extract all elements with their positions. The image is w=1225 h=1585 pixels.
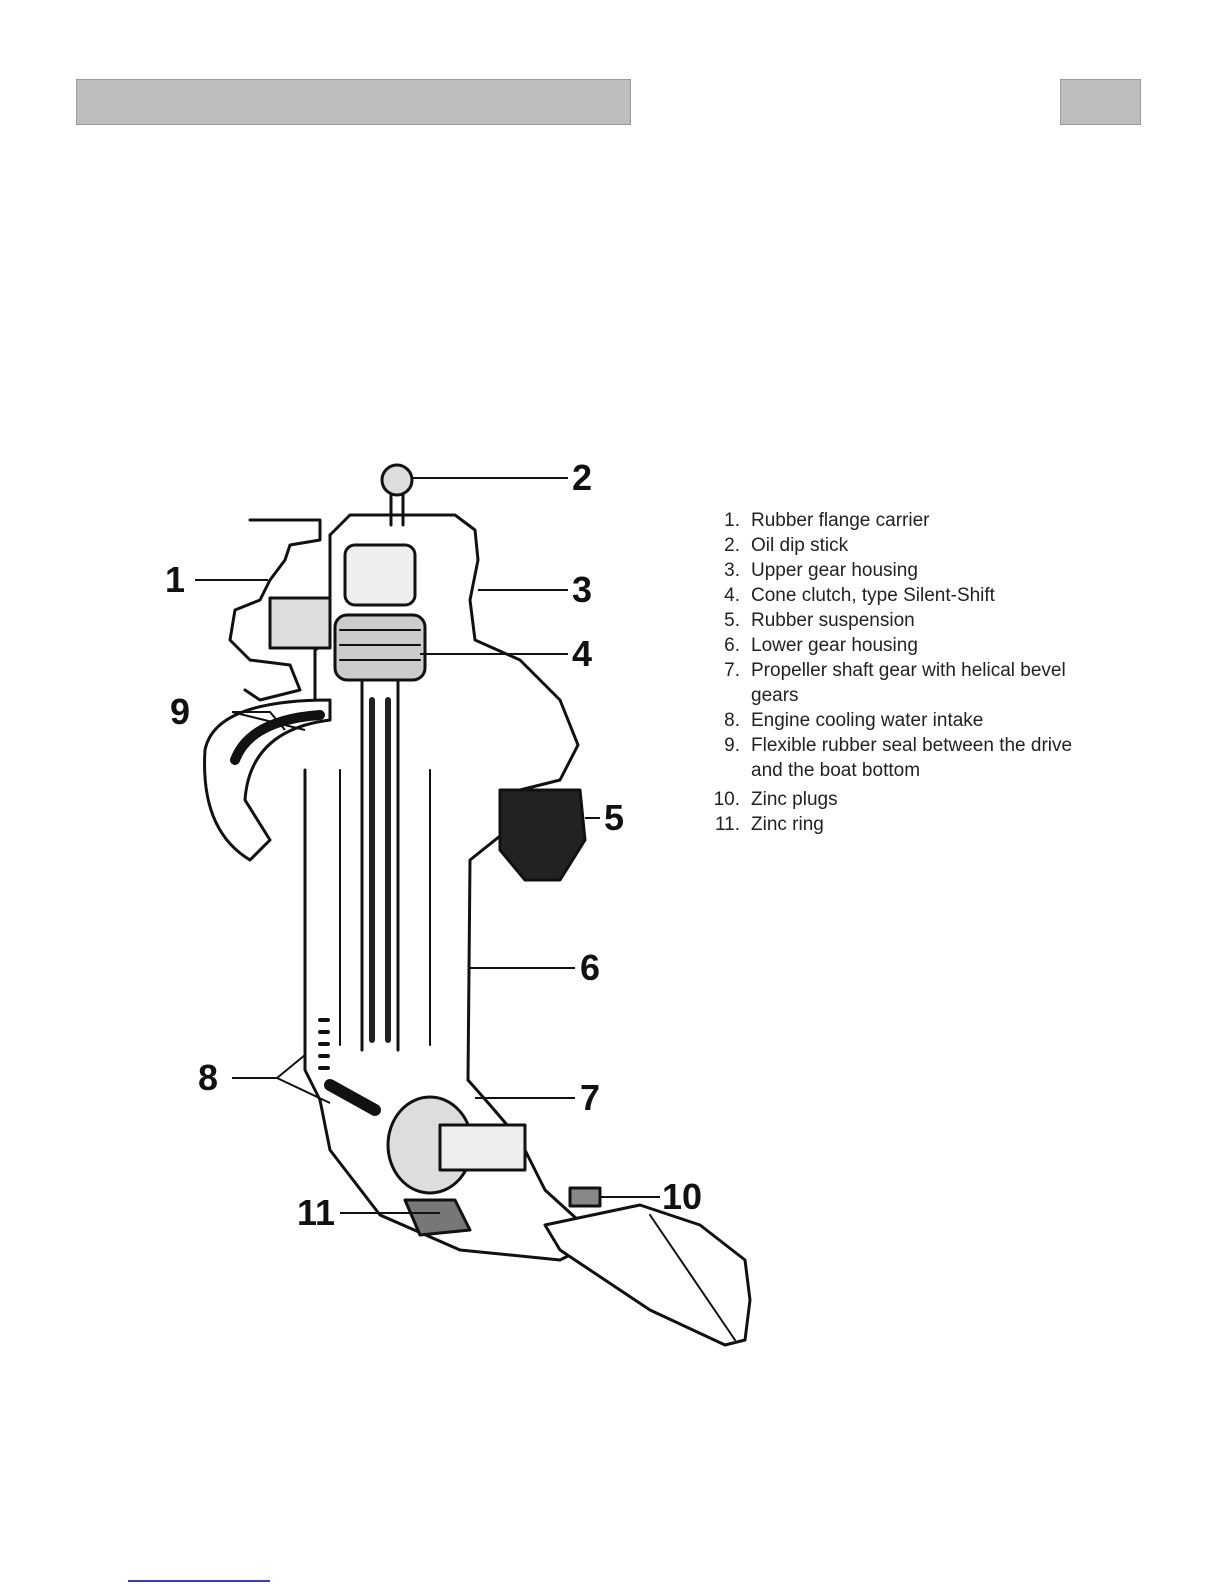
callout-10: 10 (662, 1176, 702, 1217)
legend-item: 8.Engine cooling water intake (724, 710, 984, 731)
flange-carrier-outline (228, 518, 322, 702)
zinc-plug (568, 1186, 602, 1208)
callout-2: 2 (572, 457, 592, 498)
propeller-shaft (438, 1123, 527, 1172)
cone-clutch (333, 613, 427, 682)
callout-5: 5 (604, 797, 624, 838)
legend-item: 1.Rubber flange carrier (724, 510, 930, 531)
leader-9b (231, 711, 306, 731)
callout-6: 6 (580, 947, 600, 988)
legend-item: 2.Oil dip stick (724, 535, 849, 556)
legend-item: 11.Zinc ring (714, 814, 824, 835)
legend-item: 10.Zinc plugs (713, 789, 838, 810)
legend-item: 4.Cone clutch, type Silent-Shift (724, 585, 995, 606)
callout-3: 3 (572, 569, 592, 610)
legend-item: 9.Flexible rubber seal between the drive… (724, 735, 1073, 781)
zinc-ring (403, 1198, 472, 1237)
legend-item: 7.Propeller shaft gear with helical beve… (724, 660, 1066, 706)
callout-9: 9 (170, 691, 190, 732)
parts-legend: 1.Rubber flange carrier 2.Oil dip stick … (698, 508, 1098, 837)
callout-4: 4 (572, 633, 592, 674)
vertical-shaft (360, 678, 400, 1052)
legend-item: 6.Lower gear housing (724, 635, 918, 656)
header-bar-right (1060, 79, 1141, 125)
callout-11: 11 (297, 1192, 335, 1233)
callout-7: 7 (580, 1077, 600, 1118)
propeller-blade (543, 1203, 752, 1347)
clutch-upper (343, 543, 417, 607)
footer-link-underline (128, 1580, 270, 1582)
header-bar-left (76, 79, 631, 125)
leader-8b (276, 1054, 306, 1079)
flange-carrier-body (268, 596, 332, 650)
dip-stick-knob (380, 463, 414, 497)
callout-1: 1 (165, 559, 185, 600)
rubber-suspension (498, 788, 587, 882)
legend-item: 3.Upper gear housing (724, 560, 918, 581)
legend-item: 5.Rubber suspension (724, 610, 915, 631)
callout-8: 8 (198, 1057, 218, 1098)
